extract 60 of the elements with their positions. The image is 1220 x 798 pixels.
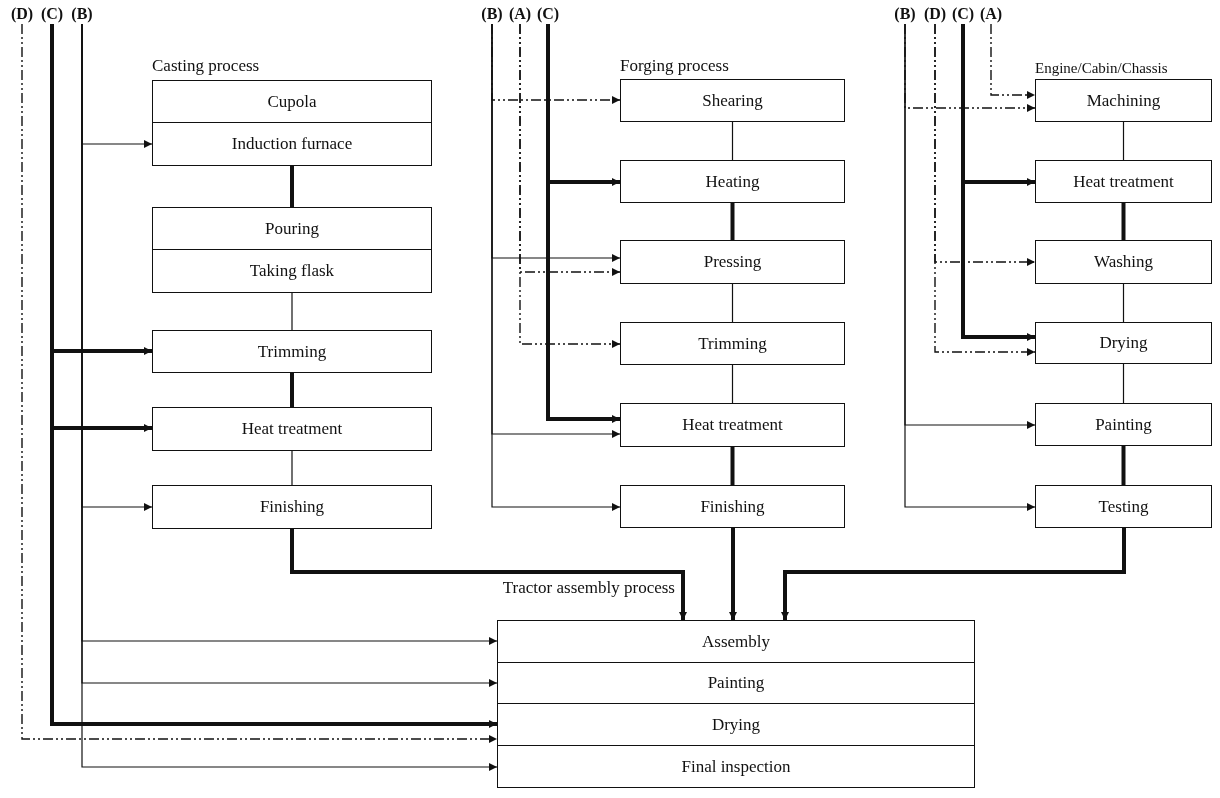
process-box: Drying xyxy=(1035,322,1212,364)
arrow xyxy=(290,529,687,620)
process-box: Trimming xyxy=(620,322,845,365)
section-heading: Engine/Cabin/Chassis xyxy=(1035,59,1169,78)
process-box: Heating xyxy=(620,160,845,203)
process-box: Induction furnace xyxy=(152,122,432,166)
process-box: Taking flask xyxy=(152,249,432,293)
process-box: Heat treatment xyxy=(1035,160,1212,203)
arrow xyxy=(519,23,621,348)
process-box: Drying xyxy=(497,703,975,746)
process-box: Heat treatment xyxy=(152,407,432,451)
process-box: Pressing xyxy=(620,240,845,284)
process-box: Testing xyxy=(1035,485,1212,528)
section-heading: Casting process xyxy=(152,56,261,76)
line-label: (D) xyxy=(7,4,37,24)
line-label: (A) xyxy=(505,4,535,24)
process-box: Machining xyxy=(1035,79,1212,122)
line-label: (C) xyxy=(533,4,563,24)
arrow xyxy=(546,24,620,423)
line-label: (C) xyxy=(948,4,978,24)
connector-line xyxy=(1121,203,1126,240)
arrow xyxy=(781,528,1126,620)
line-label: (B) xyxy=(890,4,920,24)
connector-line xyxy=(730,203,735,240)
arrow xyxy=(934,23,1036,356)
process-box: Washing xyxy=(1035,240,1212,284)
connector-line xyxy=(730,447,735,485)
connector-line xyxy=(1122,283,1125,323)
line-label: (B) xyxy=(477,4,507,24)
process-box: Painting xyxy=(1035,403,1212,446)
connector-line xyxy=(290,373,294,407)
connector-line xyxy=(1122,121,1125,161)
process-box: Pouring xyxy=(152,207,432,250)
process-box: Final inspection xyxy=(497,745,975,788)
process-box: Heat treatment xyxy=(620,403,845,447)
process-box: Shearing xyxy=(620,79,845,122)
connector-line xyxy=(291,292,293,331)
process-box: Finishing xyxy=(620,485,845,528)
process-box: Painting xyxy=(497,662,975,704)
connector-line xyxy=(290,166,294,207)
connector-line xyxy=(731,121,734,161)
arrow xyxy=(990,23,1036,99)
process-box: Cupola xyxy=(152,80,432,123)
arrow xyxy=(729,528,737,620)
process-box: Finishing xyxy=(152,485,432,529)
process-box: Trimming xyxy=(152,330,432,373)
line-label: (D) xyxy=(920,4,950,24)
arrow xyxy=(904,23,1036,511)
connector-line xyxy=(1121,446,1126,485)
connector-line xyxy=(731,364,734,404)
line-label: (A) xyxy=(976,4,1006,24)
connector-line xyxy=(731,283,734,323)
section-heading: Forging process xyxy=(620,56,730,76)
process-box: Assembly xyxy=(497,620,975,663)
section-heading: Tractor assembly process xyxy=(501,578,675,598)
line-label: (B) xyxy=(67,4,97,24)
line-label: (C) xyxy=(37,4,67,24)
connector-line xyxy=(1122,363,1125,404)
connector-line xyxy=(291,450,293,486)
arrow xyxy=(961,24,1035,341)
